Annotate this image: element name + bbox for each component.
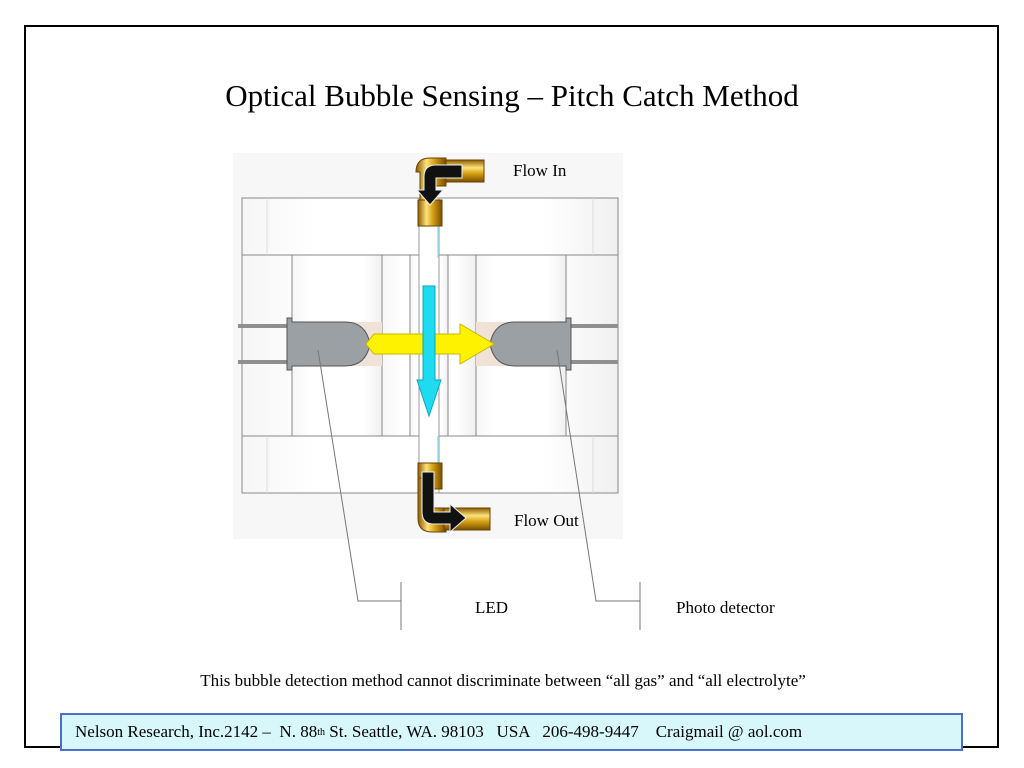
flow-direction-arrow xyxy=(416,285,442,418)
footer-address-number: 2142 – N. 88 xyxy=(224,722,318,741)
flow-out-label: Flow Out xyxy=(514,511,579,530)
photo-detector-label: Photo detector xyxy=(676,598,775,617)
led-label: LED xyxy=(475,598,509,617)
slide-title: Optical Bubble Sensing – Pitch Catch Met… xyxy=(225,78,799,113)
inlet-fitting xyxy=(415,157,485,227)
footer-address-rest: St. Seattle, WA. 98103 USA 206-498-9447 … xyxy=(324,722,803,741)
footer-address-suffix: th xyxy=(317,726,325,738)
photo-detector-component xyxy=(476,317,618,371)
flow-in-label: Flow In xyxy=(513,161,567,180)
callout-lines xyxy=(317,349,641,630)
outlet-fitting xyxy=(417,462,491,534)
led-component xyxy=(238,317,382,371)
method-note: This bubble detection method cannot disc… xyxy=(200,671,806,690)
footer-company: Nelson Research, Inc. xyxy=(75,722,225,741)
